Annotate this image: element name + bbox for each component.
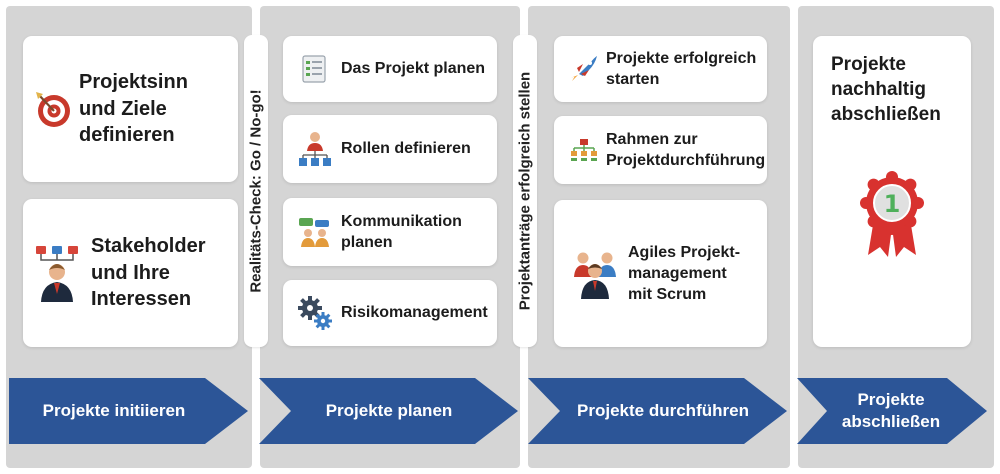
- arrow-label: Projekte abschließen: [841, 389, 941, 431]
- gears-icon: [297, 296, 333, 330]
- gate-label: Realitäts-Check: Go / No-go!: [247, 89, 265, 293]
- award-icon: 1: [831, 171, 953, 258]
- target-icon: [33, 90, 73, 128]
- card-label: Projekte erfolgreich starten: [606, 49, 757, 88]
- hierarchy-icon: [568, 138, 600, 162]
- card-label: Projektsinn und Ziele definieren: [79, 71, 188, 147]
- team-icon: [572, 249, 618, 299]
- card-stakeholder: Stakeholder und Ihre Interessen: [23, 199, 238, 347]
- card-projekt-planen: Das Projekt planen: [283, 36, 497, 102]
- phase-arrow-plan: Projekte planen: [259, 378, 518, 444]
- arrow-label: Projekte planen: [325, 400, 453, 420]
- rocket-icon: [568, 54, 600, 84]
- card-label: Rahmen zur Projektdurchführung: [606, 130, 766, 169]
- card-agiles-pm: Agiles Projekt-management mit Scrum: [554, 200, 767, 347]
- stakeholder-icon: [33, 244, 81, 302]
- card-label: Agiles Projekt-management mit Scrum: [628, 243, 741, 304]
- arrow-label: Projekte durchführen: [577, 400, 749, 420]
- card-kommunikation: Kommunikation planen: [283, 198, 497, 266]
- card-label: Projekte nachhaltig abschließen: [831, 54, 941, 126]
- card-label: Stakeholder und Ihre Interessen: [91, 235, 206, 311]
- card-rollen: Rollen definieren: [283, 115, 497, 183]
- card-label: Risikomanagement: [341, 304, 488, 322]
- card-projekte-abschliessen: Projekte nachhaltig abschließen 1: [813, 36, 971, 347]
- phase-arrow-close: Projekte abschließen: [797, 378, 987, 444]
- checklist-icon: [299, 55, 329, 83]
- communication-icon: [297, 217, 333, 247]
- gate-projektantraege: Projektanträge erfolgreich stellen: [513, 35, 537, 347]
- gate-go-nogo: Realitäts-Check: Go / No-go!: [244, 35, 268, 347]
- card-label: Das Projekt planen: [341, 60, 486, 78]
- phase-arrow-initiate: Projekte initiieren: [9, 378, 248, 444]
- org-chart-icon: [297, 131, 333, 167]
- card-label: Rollen definieren: [341, 140, 471, 158]
- card-rahmen: Rahmen zur Projektdurchführung: [554, 116, 767, 184]
- arrow-label: Projekte initiieren: [42, 400, 186, 420]
- gate-label: Projektanträge erfolgreich stellen: [516, 71, 534, 311]
- card-projekte-starten: Projekte erfolgreich starten: [554, 36, 767, 102]
- card-label: Kommunikation planen: [341, 212, 462, 251]
- phase-arrow-execute: Projekte durchführen: [528, 378, 787, 444]
- card-risikomanagement: Risikomanagement: [283, 280, 497, 346]
- card-projektsinn: Projektsinn und Ziele definieren: [23, 36, 238, 182]
- svg-text:1: 1: [884, 190, 901, 218]
